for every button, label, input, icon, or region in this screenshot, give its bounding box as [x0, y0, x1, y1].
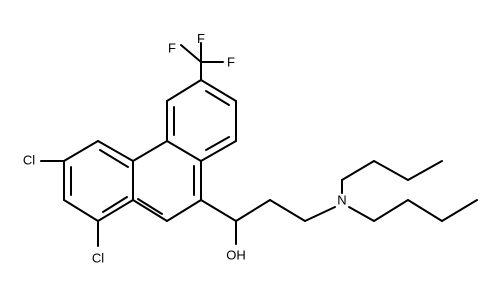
bond-cf3-f-left	[180, 44, 202, 63]
bond-middle-ring-double-2	[137, 198, 163, 215]
bond-butyl-lower-1	[348, 206, 375, 222]
bond-upper-ring-3	[200, 140, 237, 162]
bond-chain-2	[235, 199, 271, 222]
bonds	[40, 42, 478, 247]
bond-middle-ring-2	[166, 199, 202, 222]
atom-oh: OH	[226, 247, 246, 262]
bond-butyl-lower-3	[407, 199, 443, 222]
bond-butyl-lower-2	[373, 199, 409, 222]
atom-cl-upper: Cl	[23, 152, 35, 167]
bond-chain-1	[200, 199, 237, 222]
atom-cl-lower: Cl	[92, 250, 104, 265]
bond-left-ring-double-3	[102, 196, 128, 213]
bond-butyl-upper-4	[407, 160, 443, 181]
bond-left-ring-4	[63, 199, 99, 222]
bond-left-ring-5	[97, 199, 134, 222]
atom-f-right: F	[227, 54, 235, 69]
bond-chain-4	[304, 206, 336, 222]
bond-upper-ring-1	[200, 79, 237, 102]
bond-left-ring-1	[97, 140, 134, 162]
atom-f-top: F	[197, 31, 205, 46]
bond-butyl-upper-3	[373, 160, 409, 181]
bond-middle-ring-3	[132, 199, 168, 222]
bond-butyl-upper-2	[341, 160, 375, 181]
bond-upper-ring-4	[166, 140, 202, 162]
atom-labels: F F F Cl Cl N OH	[23, 31, 347, 265]
bond-upper-ring-double-1	[205, 90, 230, 106]
bond-left-ring-2	[63, 140, 99, 162]
atom-n: N	[337, 192, 346, 207]
bond-middle-ring-5	[132, 140, 168, 162]
bond-butyl-lower-4	[441, 199, 478, 222]
bond-chain-3	[269, 199, 306, 222]
bond-upper-ring-6	[166, 79, 202, 102]
bond-upper-ring-double-2	[205, 136, 230, 151]
bond-left-ring-double-1	[99, 149, 129, 168]
atom-f-left: F	[168, 40, 176, 55]
